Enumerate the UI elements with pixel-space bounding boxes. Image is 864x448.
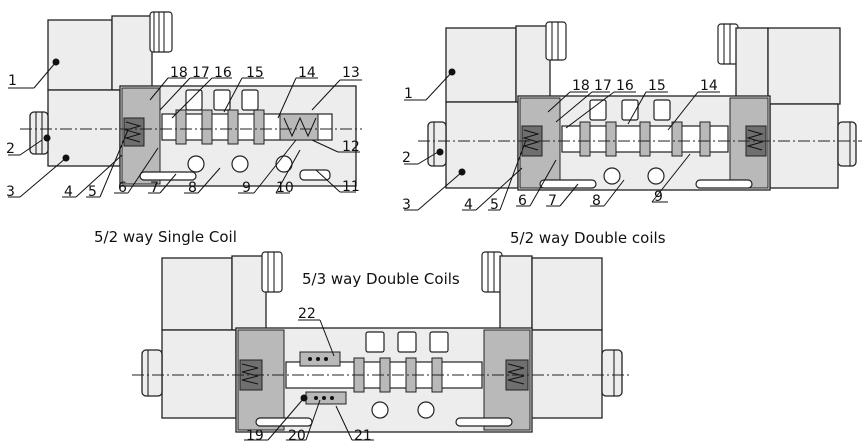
label-double-5: 5: [490, 197, 499, 213]
label-double-8: 8: [592, 193, 601, 209]
valve-body: [119, 85, 357, 187]
label-single-17: 17: [192, 65, 210, 81]
label-single-14: 14: [298, 65, 316, 81]
double-valve-body: [517, 95, 771, 191]
label-double-9: 9: [654, 189, 663, 205]
label-double-3: 3: [402, 197, 411, 213]
single-coil-valve: [20, 11, 362, 187]
left-coil-housing: [427, 21, 567, 189]
label-double-15: 15: [648, 78, 666, 94]
label-single-8: 8: [188, 180, 197, 196]
label-three-21: 21: [354, 428, 372, 444]
double-coil-leaders: [404, 71, 720, 211]
right-coil-housing: [717, 23, 857, 189]
label-double-7: 7: [548, 193, 557, 209]
label-double-16: 16: [616, 78, 634, 94]
label-single-1: 1: [8, 73, 17, 89]
label-single-18: 18: [170, 65, 188, 81]
label-three-20: 20: [288, 428, 306, 444]
label-three-19: 19: [246, 428, 264, 444]
double-coil-labels: 1 2 3 4 5 6 7 8 9 14 15 16 17 18: [402, 78, 718, 213]
label-single-12: 12: [342, 139, 360, 155]
three-valve-body: [235, 327, 533, 433]
right-coil-housing-3: [481, 251, 623, 419]
label-single-15: 15: [246, 65, 264, 81]
caption-three-position: 5/3 way Double Coils: [302, 270, 460, 288]
double-coil-valve: [418, 21, 862, 191]
label-single-16: 16: [214, 65, 232, 81]
label-single-13: 13: [342, 65, 360, 81]
label-three-22: 22: [298, 306, 316, 322]
label-single-11: 11: [342, 179, 360, 195]
caption-single-coil: 5/2 way Single Coil: [94, 228, 237, 246]
label-single-5: 5: [88, 184, 97, 200]
three-position-valve: [132, 251, 632, 433]
three-position-labels: 22 19 20 21: [246, 306, 372, 444]
single-coil-labels: 1 2 3 4 5 6 7 8 9 10 11 12 13 14 15 16 1…: [6, 65, 360, 200]
left-coil-housing-3: [141, 251, 283, 419]
label-single-4: 4: [64, 184, 73, 200]
label-single-7: 7: [150, 180, 159, 196]
label-double-1: 1: [404, 86, 413, 102]
label-single-6: 6: [118, 180, 127, 196]
label-single-9: 9: [242, 180, 251, 196]
label-single-10: 10: [276, 180, 294, 196]
three-position-leaders: [244, 319, 374, 441]
label-double-4: 4: [464, 197, 473, 213]
label-single-2: 2: [6, 141, 15, 157]
label-double-14: 14: [700, 78, 718, 94]
label-double-17: 17: [594, 78, 612, 94]
coil-housing: [29, 11, 173, 167]
label-single-3: 3: [6, 184, 15, 200]
label-double-6: 6: [518, 193, 527, 209]
label-double-18: 18: [572, 78, 590, 94]
single-coil-leaders: [8, 61, 362, 198]
label-double-2: 2: [402, 150, 411, 166]
caption-double-coils: 5/2 way Double coils: [510, 229, 666, 247]
